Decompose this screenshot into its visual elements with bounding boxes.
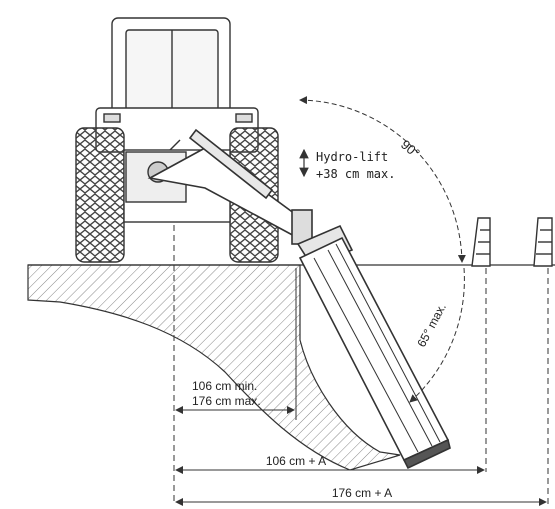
angle-90-label: 90° [398,137,423,161]
arc-65 [409,267,465,403]
hydraulic-cylinder [188,128,274,200]
arc-90 [299,96,466,263]
reach-1-label: 106 cm + A [266,454,326,468]
hydro-lift-value: +38 cm max. [316,167,395,181]
angle-65-label: 65° max. [414,301,449,349]
mower-arm [147,128,451,470]
ground [27,264,555,471]
tractor [75,17,279,263]
offset-max-label: 176 cm max. [192,394,261,408]
cutter-outline-1 [471,217,491,267]
reach-2-label: 176 cm + A [332,486,392,500]
offset-min-label: 106 cm min. [192,379,257,393]
angle-arcs [299,96,466,403]
hydro-lift-label: Hydro-lift [316,150,388,164]
left-rear-wheel [75,127,125,263]
cutter-outline-2 [533,217,553,267]
dimension-lines [173,225,549,506]
